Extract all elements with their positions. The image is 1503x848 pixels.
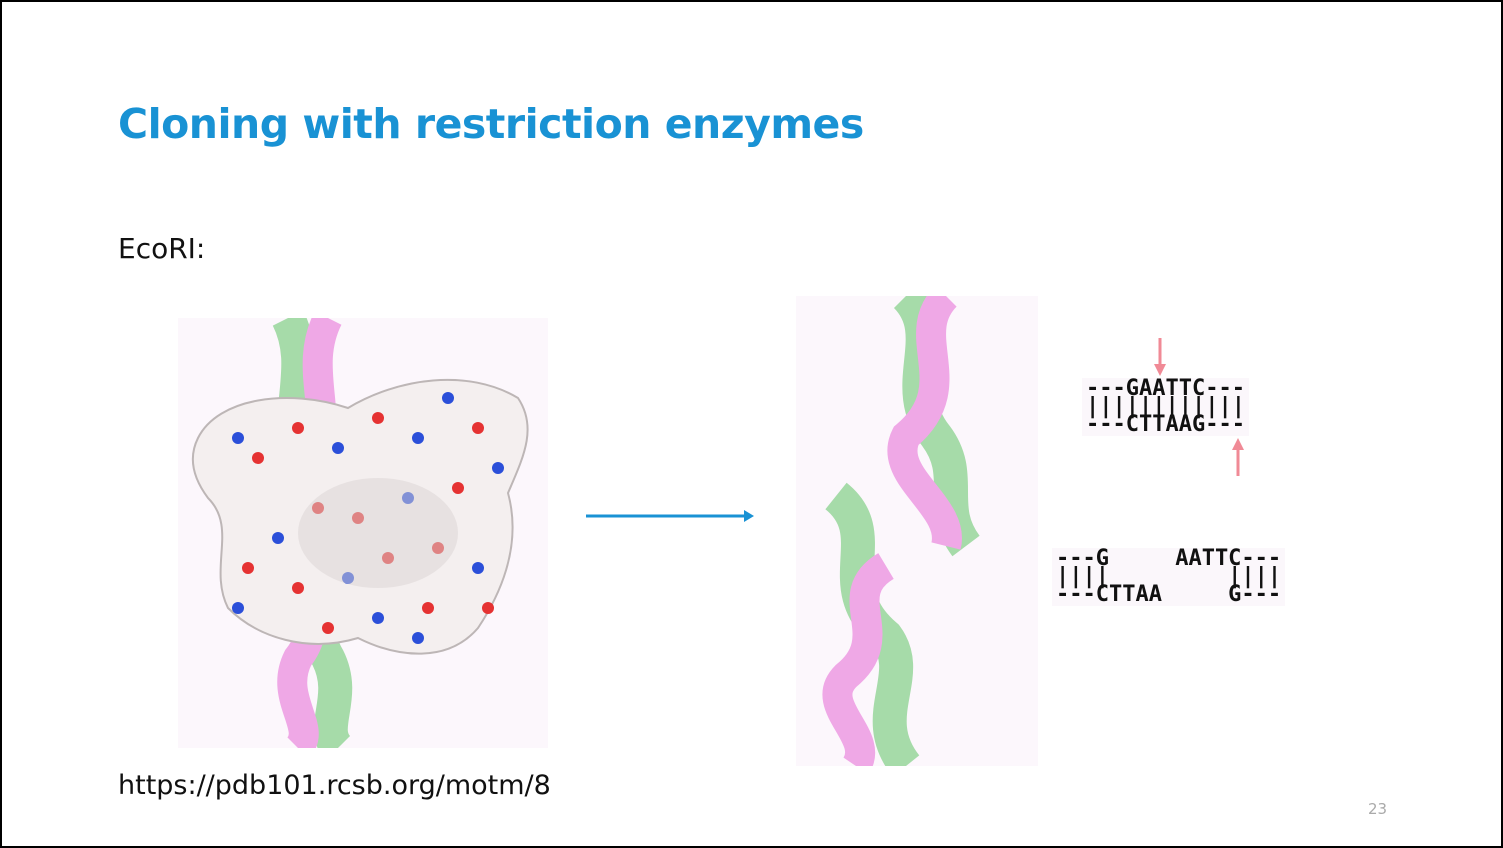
cleaved-dna-image [796, 296, 1038, 766]
enzyme-label: EcoRI: [118, 232, 206, 265]
slide-title: Cloning with restriction enzymes [118, 100, 864, 148]
intact-bottom-strand: ---CTTAAG--- [1086, 412, 1245, 437]
cut-bonds: |||| |||| [1056, 564, 1282, 589]
source-url: https://pdb101.rcsb.org/motm/8 [118, 770, 551, 801]
intact-top-strand: ---GAATTC--- [1086, 376, 1245, 401]
ecori-protein-blob [191, 378, 529, 655]
dna-fragment-upper [887, 296, 981, 557]
cut-top-strand: ---G AATTC--- [1056, 546, 1282, 571]
intact-bonds: |||||||||||| [1086, 394, 1245, 419]
cut-arrow-icon [1232, 438, 1244, 476]
dna-fragment-lower [822, 482, 920, 766]
page-number: 23 [1368, 800, 1388, 818]
cut-arrow-icon [1154, 338, 1166, 376]
intact-site-sequence: ---GAATTC---||||||||||||---CTTAAG--- [1082, 378, 1249, 436]
cut-bottom-strand: ---CTTAA G--- [1056, 582, 1282, 607]
right-arrow-icon [586, 510, 754, 522]
ecori-dna-complex-image [178, 318, 548, 748]
cut-site-sequence: ---G AATTC---|||| ||||---CTTAA G--- [1052, 546, 1286, 607]
